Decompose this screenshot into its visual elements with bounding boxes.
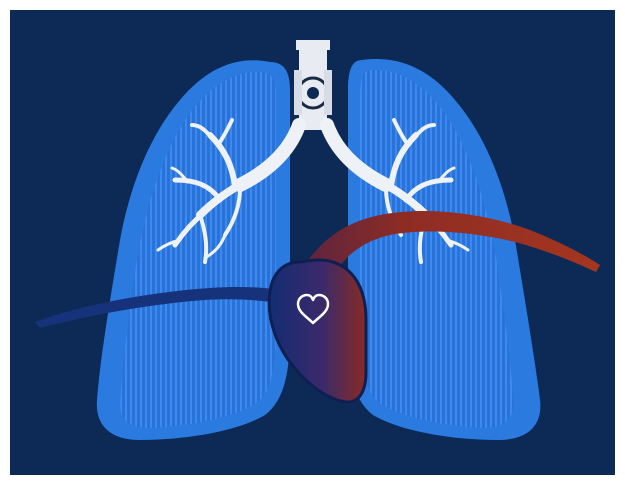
trachea xyxy=(294,40,332,130)
